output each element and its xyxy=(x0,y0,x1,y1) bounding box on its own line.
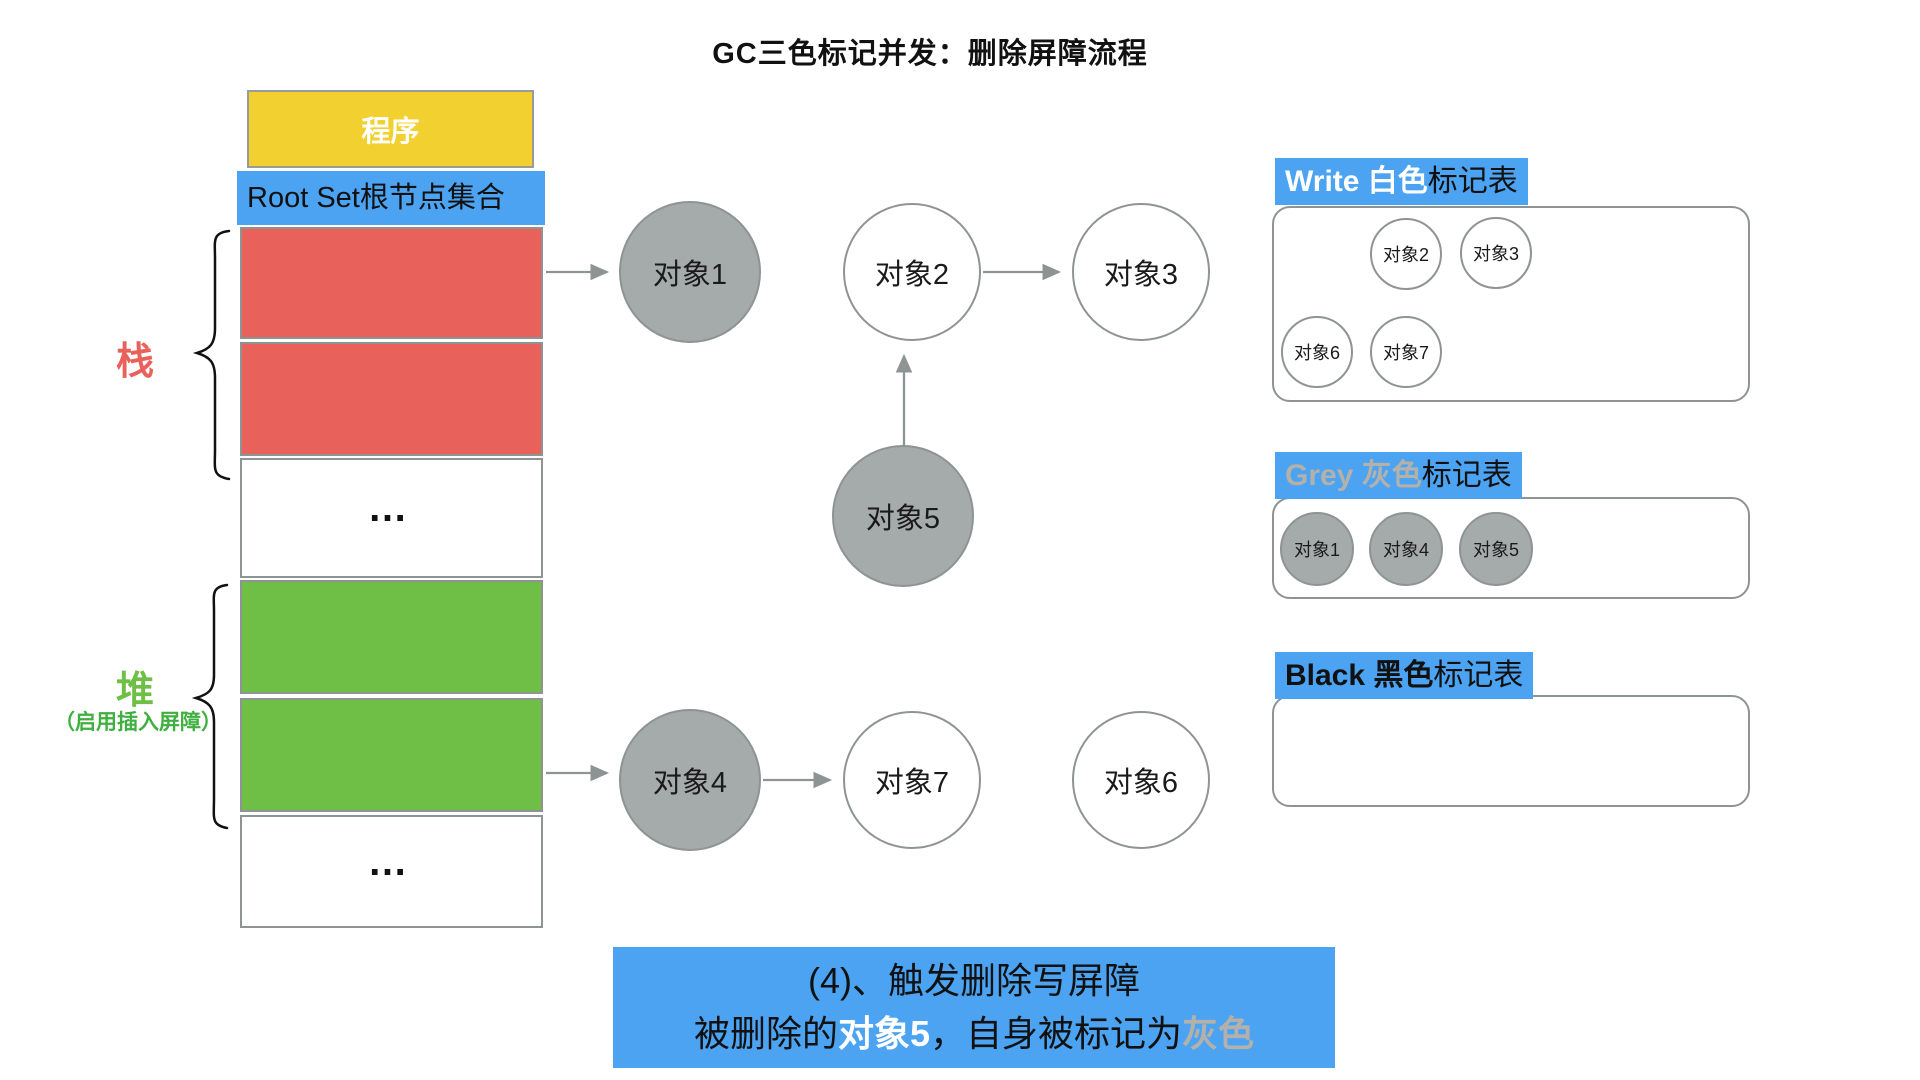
caption-part-obj5: 对象5 xyxy=(837,1012,930,1054)
white-mark-table-header: Write 白色标记表 xyxy=(1275,158,1528,205)
page-title: GC三色标记并发：删除屏障流程 xyxy=(712,38,1148,70)
black-mark-table xyxy=(1272,695,1750,807)
black-mark-table-header: Black 黑色标记表 xyxy=(1275,652,1534,699)
white-table-title-rest: 标记表 xyxy=(1427,165,1518,198)
caption-line-1: (4)、触发删除写屏障 xyxy=(808,960,1140,1002)
white-table-item: 对象6 xyxy=(1281,316,1353,388)
program-box: 程序 xyxy=(247,90,534,168)
node-obj6: 对象6 xyxy=(1072,711,1210,849)
caption-part: 被删除的 xyxy=(693,1012,838,1054)
ellipsis-box-2: … xyxy=(240,815,543,928)
caption-part-grey: 灰色 xyxy=(1182,1012,1255,1054)
stack-slot-2 xyxy=(240,342,543,456)
caption-part: ，自身被标记为 xyxy=(930,1012,1183,1054)
grey-table-title-rest: 标记表 xyxy=(1421,459,1512,492)
white-table-item: 对象2 xyxy=(1370,218,1442,290)
heap-slot-2 xyxy=(240,698,543,812)
black-table-title-rest: 标记表 xyxy=(1433,659,1524,692)
white-table-item: 对象3 xyxy=(1460,217,1532,289)
white-table-title-highlight: Write 白色 xyxy=(1285,165,1428,198)
heap-label: 堆 xyxy=(115,670,154,712)
stack-slot-1 xyxy=(240,227,543,339)
white-table-item: 对象7 xyxy=(1370,316,1442,388)
rootset-label: Root Set根节点集合 xyxy=(237,171,545,225)
grey-table-item: 对象1 xyxy=(1280,512,1354,586)
caption-line-2: 被删除的对象5，自身被标记为灰色 xyxy=(694,1008,1254,1060)
heap-slot-1 xyxy=(240,580,543,694)
stack-brace xyxy=(192,229,231,481)
grey-table-item: 对象4 xyxy=(1369,512,1443,586)
step-caption: (4)、触发删除写屏障 被删除的对象5，自身被标记为灰色 xyxy=(613,947,1335,1068)
program-label: 程序 xyxy=(361,116,420,148)
grey-table-title-highlight: Grey 灰色 xyxy=(1285,459,1422,492)
node-obj4: 对象4 xyxy=(619,709,761,851)
heap-sublabel: （启用插入屏障） xyxy=(54,711,222,734)
node-obj5: 对象5 xyxy=(832,445,974,587)
grey-mark-table-header: Grey 灰色标记表 xyxy=(1275,452,1522,499)
black-table-title-highlight: Black 黑色 xyxy=(1285,659,1434,692)
stack-label: 栈 xyxy=(115,341,154,383)
ellipsis-box-1: … xyxy=(240,458,543,578)
grey-table-item: 对象5 xyxy=(1459,512,1533,586)
node-obj2: 对象2 xyxy=(843,203,981,341)
node-obj1: 对象1 xyxy=(619,201,761,343)
node-obj7: 对象7 xyxy=(843,711,981,849)
node-obj3: 对象3 xyxy=(1072,203,1210,341)
